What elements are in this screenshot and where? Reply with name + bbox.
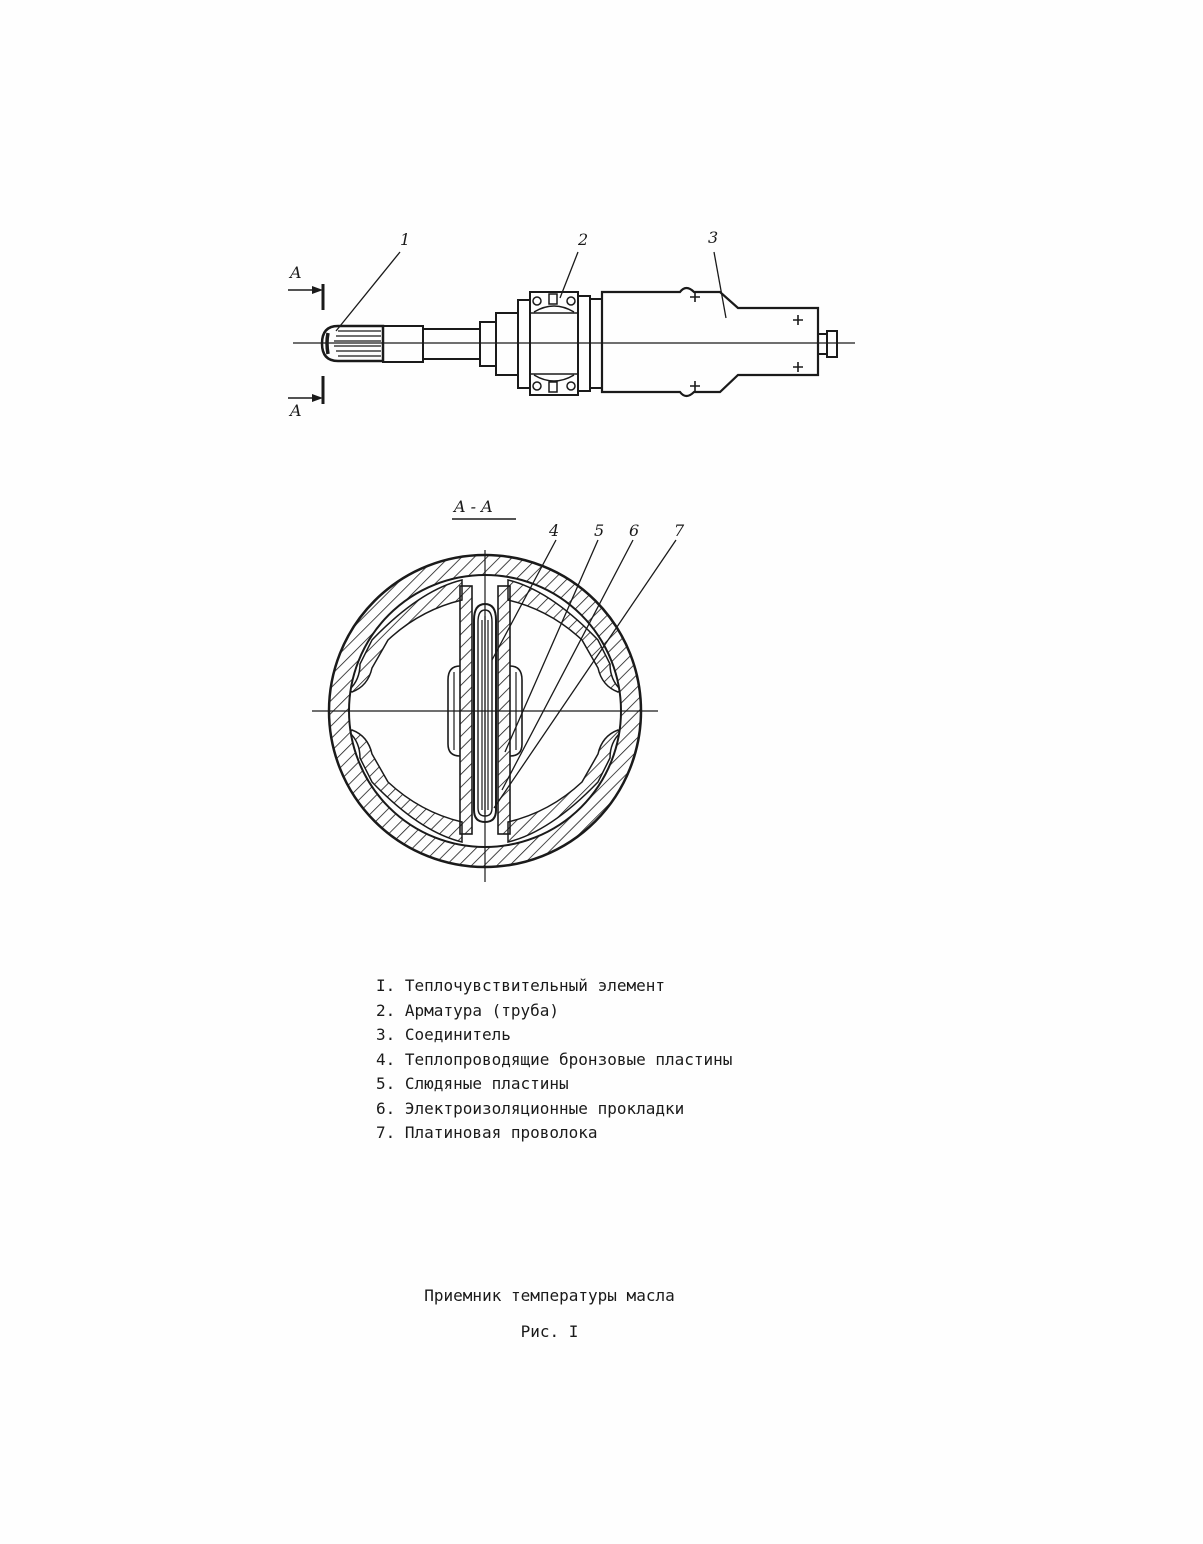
legend-number: 2. xyxy=(376,1000,396,1020)
figure-title: Приемник температуры масла xyxy=(424,1286,675,1305)
callout-1: 1 xyxy=(400,230,410,249)
sensor-side-view xyxy=(288,251,855,404)
legend-item: 2. Арматура (труба) xyxy=(376,999,732,1024)
legend-number: 6. xyxy=(376,1098,396,1118)
legend-item: I. Теплочувствительный элемент xyxy=(376,974,732,999)
section-title: A - A xyxy=(452,497,493,516)
legend-text: Платиновая проволока xyxy=(404,1123,598,1142)
cross-section-view xyxy=(312,539,677,882)
legend-item: 7. Платиновая проволока xyxy=(376,1121,732,1146)
callout-3: 3 xyxy=(708,228,718,247)
callout-6: 6 xyxy=(629,521,639,540)
legend-text: Арматура (труба) xyxy=(404,1000,560,1020)
legend-item: 5. Слюдяные пластины xyxy=(376,1072,732,1097)
legend-text: Электроизоляционные прокладки xyxy=(404,1098,685,1118)
section-marker-top: A xyxy=(288,263,302,282)
legend-text: Теплочувствительный элемент xyxy=(404,976,665,995)
parts-legend: I. Теплочувствительный элемент 2. Армату… xyxy=(376,974,732,1146)
legend-item: 3. Соединитель xyxy=(376,1023,732,1048)
section-marker-bottom: A xyxy=(288,401,302,420)
legend-number: 3. xyxy=(376,1025,396,1044)
legend-number: I. xyxy=(376,976,396,995)
technical-drawing: 1 2 3 A A A - A xyxy=(288,228,855,882)
legend-number: 4. xyxy=(376,1049,396,1069)
callout-5: 5 xyxy=(594,521,604,540)
legend-number: 5. xyxy=(376,1074,396,1093)
legend-text: Соединитель xyxy=(404,1025,511,1044)
callout-2: 2 xyxy=(577,230,588,249)
callout-7: 7 xyxy=(674,521,685,540)
legend-number: 7. xyxy=(376,1123,396,1142)
legend-item: 6. Электроизоляционные прокладки xyxy=(376,1097,732,1122)
legend-text: Теплопроводящие бронзовые пластины xyxy=(404,1049,733,1069)
legend-item: 4. Теплопроводящие бронзовые пластины xyxy=(376,1048,732,1073)
legend-text: Слюдяные пластины xyxy=(404,1074,569,1093)
callout-4: 4 xyxy=(548,521,559,540)
figure-number: Рис. I xyxy=(520,1322,579,1341)
